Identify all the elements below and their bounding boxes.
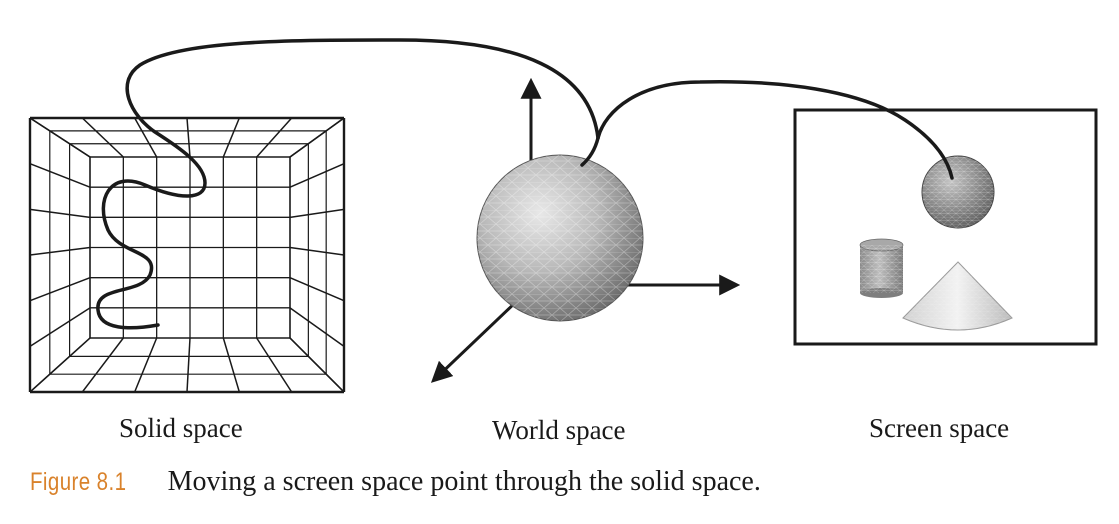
grid-line <box>29 246 91 256</box>
grid-line <box>29 337 91 393</box>
grid-line <box>289 307 345 347</box>
grid-line <box>289 117 345 158</box>
figure-number: Figure 8.1 <box>30 468 127 496</box>
curve-end-in-world <box>580 136 600 167</box>
figure-caption: Figure 8.1 Moving a screen space point t… <box>30 466 761 498</box>
grid-line <box>29 208 91 219</box>
grid-line <box>222 337 241 393</box>
grid-line <box>186 337 191 393</box>
grid-line <box>289 208 345 219</box>
grid-line <box>134 117 158 158</box>
grid-line <box>133 337 158 393</box>
solid-to-world-curve <box>96 38 600 330</box>
grid-line <box>289 162 345 188</box>
grid-line <box>186 117 191 158</box>
world-space-label: World space <box>492 415 626 445</box>
world-axes <box>430 77 741 383</box>
grid-line <box>29 307 91 347</box>
world-sphere <box>476 154 644 322</box>
figure-caption-text: Moving a screen space point through the … <box>167 466 761 497</box>
grid-line <box>289 337 345 393</box>
screen-cylinder <box>859 238 904 298</box>
grid-line <box>289 246 345 256</box>
grid-line <box>256 117 293 158</box>
grid-line <box>256 337 293 393</box>
world-to-screen-curve <box>596 80 954 180</box>
solid-space-label: Solid space <box>119 413 243 443</box>
grid-line <box>289 276 345 302</box>
screen-space-label: Screen space <box>869 413 1010 443</box>
grid-line <box>29 276 91 302</box>
solid-space-grid <box>28 116 346 394</box>
axis-diagonal <box>430 298 520 383</box>
screen-cone <box>902 261 1013 331</box>
screen-sphere <box>921 155 995 229</box>
screen-space-frame <box>793 108 1098 346</box>
grid-line <box>29 117 91 158</box>
grid-line <box>81 337 124 393</box>
grid-line <box>29 162 91 188</box>
grid-line <box>81 117 124 158</box>
grid-line <box>222 117 241 158</box>
